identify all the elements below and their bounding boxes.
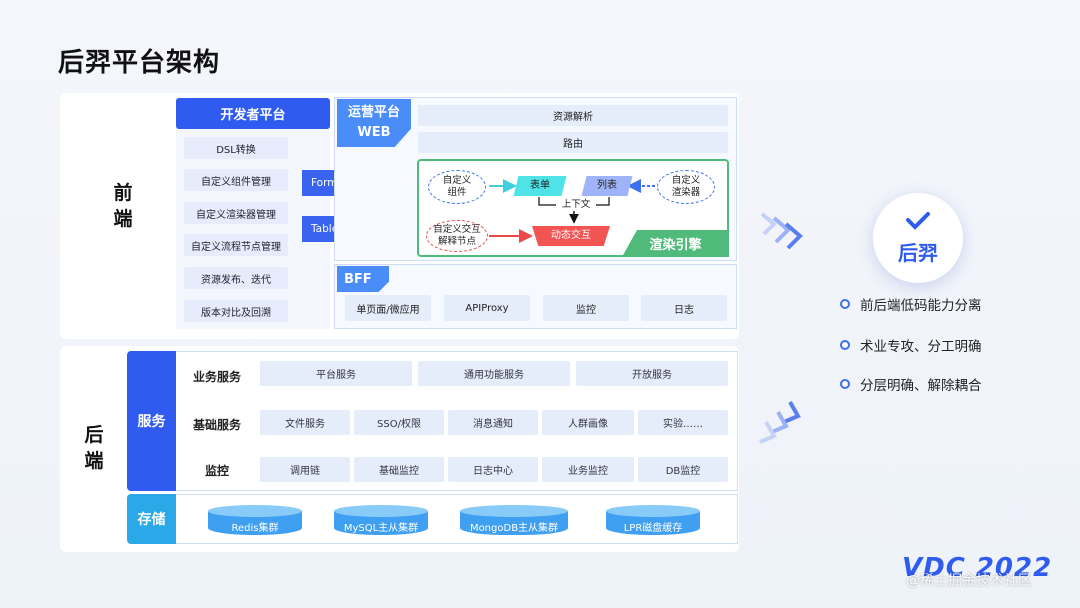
storage-label: MySQL主从集群 — [343, 523, 419, 534]
backend-label-char1: 后 — [84, 424, 104, 446]
mysql-cylinder: MySQL主从集群 — [334, 505, 428, 539]
service-cell: 平台服务 — [260, 361, 412, 386]
redis-cylinder: Redis集群 — [208, 505, 302, 539]
base-services-label: 基础服务 — [192, 418, 241, 432]
service-cell: 人群画像 — [542, 410, 634, 435]
route-bar: 路由 — [418, 132, 728, 153]
service-cell: 基础监控 — [354, 457, 444, 482]
storage-label: LPR磁盘缓存 — [623, 523, 683, 534]
dynamic-interaction-node: 动态交互 — [532, 226, 610, 246]
custom-component-line1: 自定义 — [442, 175, 472, 186]
custom-renderer-line1: 自定义 — [671, 175, 701, 186]
frontend-label-char2: 端 — [113, 208, 133, 230]
bullet-text: 术业专攻、分工明确 — [860, 339, 982, 355]
vdc-logo: VDC 2022 — [902, 553, 1053, 583]
ops-header-line2: WEB — [357, 125, 391, 140]
dev-item: 资源发布、迭代 — [184, 267, 288, 289]
service-cell: 日志中心 — [448, 457, 538, 482]
storage-label: MongoDB主从集群 — [469, 523, 559, 534]
service-cell: 消息通知 — [448, 410, 538, 435]
backend-label: 后 端 — [82, 422, 106, 474]
service-cell: 通用功能服务 — [418, 361, 570, 386]
feature-bullet: 前后端低码能力分离 — [840, 294, 982, 314]
frontend-label-char1: 前 — [113, 182, 133, 204]
resource-parse-bar: 资源解析 — [418, 105, 728, 126]
custom-renderer-line2: 渲染器 — [671, 187, 701, 198]
bullet-dot-icon — [840, 379, 850, 389]
services-box — [176, 351, 738, 491]
service-cell: 开放服务 — [576, 361, 728, 386]
custom-component-node: 自定义组件 — [428, 170, 486, 204]
storage-label: Redis集群 — [231, 523, 279, 534]
ops-platform-header: 运营平台 WEB — [337, 99, 411, 147]
frontend-label: 前 端 — [111, 180, 135, 232]
form-node: 表单 — [513, 176, 567, 196]
feature-bullet: 术业专攻、分工明确 — [840, 335, 982, 355]
service-cell: 调用链 — [260, 457, 350, 482]
mongodb-cylinder: MongoDB主从集群 — [460, 505, 568, 539]
lpr-cylinder: LPR磁盘缓存 — [606, 505, 700, 539]
ops-header-line1: 运营平台 — [347, 105, 400, 120]
list-node: 列表 — [581, 176, 633, 196]
storage-box — [176, 494, 738, 544]
bff-item: 监控 — [543, 295, 629, 321]
bullet-dot-icon — [840, 340, 850, 350]
bullet-dot-icon — [840, 299, 850, 309]
bullet-text: 分层明确、解除耦合 — [860, 378, 982, 394]
custom-interaction-line2: 解释节点 — [437, 236, 476, 247]
service-cell: SSO/权限 — [354, 410, 444, 435]
chevron-right-icon — [758, 204, 808, 258]
context-label: 上下文 — [556, 199, 596, 211]
chevron-up-right-icon — [756, 398, 806, 452]
bff-item: APIProxy — [444, 295, 530, 321]
dev-item: DSL转换 — [184, 137, 288, 159]
render-engine-label: 渲染引擎 — [622, 230, 729, 257]
dev-platform-header: 开发者平台 — [176, 98, 330, 129]
brand-name: 后羿 — [898, 240, 938, 265]
form-node-label: 表单 — [530, 180, 550, 191]
dev-item: 自定义流程节点管理 — [184, 234, 288, 256]
storage-header: 存储 — [127, 494, 176, 544]
service-cell: 实验…… — [638, 410, 728, 435]
bff-item: 日志 — [641, 295, 727, 321]
dev-item: 版本对比及回溯 — [184, 300, 288, 322]
custom-renderer-node: 自定义渲染器 — [657, 170, 715, 204]
backend-label-char2: 端 — [84, 450, 104, 472]
brand-badge: 后羿 — [873, 193, 963, 283]
service-cell: 文件服务 — [260, 410, 350, 435]
dev-item: 自定义渲染器管理 — [184, 202, 288, 224]
page-title: 后羿平台架构 — [58, 48, 221, 78]
dev-item: 自定义组件管理 — [184, 169, 288, 191]
watermark: @稀土掘金技术社区 — [906, 573, 1032, 589]
check-icon — [905, 211, 931, 235]
custom-component-line2: 组件 — [447, 187, 467, 198]
services-header: 服务 — [127, 351, 176, 491]
feature-bullet: 分层明确、解除耦合 — [840, 374, 982, 394]
monitoring-label: 监控 — [204, 464, 229, 478]
custom-interaction-node: 自定义交互解释节点 — [426, 220, 488, 252]
business-services-label: 业务服务 — [192, 370, 241, 384]
bff-header: BFF — [337, 266, 389, 292]
service-cell: 业务监控 — [542, 457, 634, 482]
bff-item: 单页面/微应用 — [345, 295, 431, 321]
bullet-text: 前后端低码能力分离 — [860, 298, 982, 314]
service-cell: DB监控 — [638, 457, 728, 482]
custom-interaction-line1: 自定义交互 — [433, 224, 481, 235]
list-node-label: 列表 — [597, 180, 617, 191]
